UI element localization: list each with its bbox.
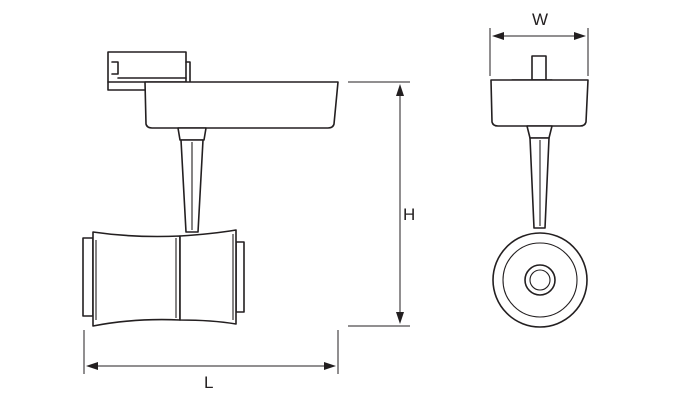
side-view [82, 51, 339, 327]
height-label: H [403, 205, 415, 224]
front-lamp-head [492, 232, 588, 328]
front-adapter-housing [490, 79, 589, 127]
length-label: L [204, 373, 213, 392]
width-dimension [489, 28, 589, 76]
side-adapter-housing [144, 81, 339, 129]
width-label: W [532, 10, 548, 29]
side-lamp-head [82, 229, 245, 327]
height-dimension [348, 81, 410, 327]
front-view [490, 55, 589, 328]
length-dimension [83, 330, 339, 374]
front-stem-connector [526, 125, 553, 139]
side-stem-connector [177, 127, 207, 141]
